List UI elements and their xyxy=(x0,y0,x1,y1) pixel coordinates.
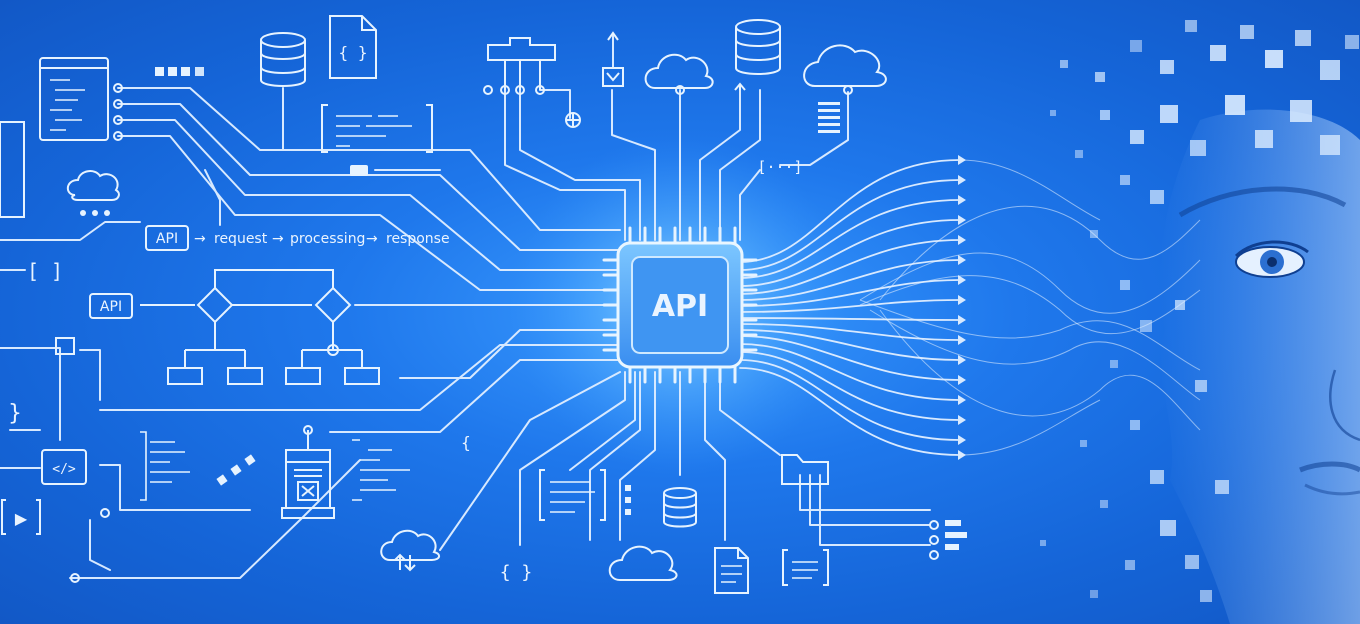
circuit-lines-bottom xyxy=(519,371,931,546)
connector-nodes-bottom-right xyxy=(929,520,939,560)
curly-right: } xyxy=(8,401,21,426)
list-card-bottom xyxy=(782,549,829,586)
folder-icon xyxy=(781,454,829,485)
cloud-icon-left xyxy=(66,170,120,201)
cloud-icon-top-right xyxy=(803,44,887,95)
circuit-lines-right xyxy=(739,159,961,456)
network-icon-top xyxy=(483,37,581,128)
mini-blocks-bottom-right xyxy=(945,520,967,550)
curly-left: { xyxy=(461,433,471,452)
bottom-left-node xyxy=(70,573,80,583)
bottom-left-node-2 xyxy=(100,508,110,518)
left-panel-frame xyxy=(0,121,25,218)
database-icon-top xyxy=(734,19,781,91)
decision-badge-box xyxy=(89,293,133,319)
diagonal-dots xyxy=(216,454,256,486)
flow-step-request: request xyxy=(214,231,268,247)
tag-icon xyxy=(350,165,368,176)
decision-flowchart xyxy=(140,269,380,385)
code-window-icon xyxy=(39,57,109,141)
code-block-top xyxy=(321,104,433,153)
cloud-dots xyxy=(80,210,110,216)
cloud-icon-bottom xyxy=(608,545,678,581)
code-lines-mid-left xyxy=(140,431,190,501)
server-box-icon xyxy=(281,425,335,519)
flow-arrow-3: → xyxy=(366,231,378,247)
pixel-cloud xyxy=(1040,20,1359,602)
code-lines-mid xyxy=(352,439,410,501)
database-icon-top-left xyxy=(260,32,306,87)
bracket-pair: [ ] xyxy=(27,259,63,283)
flow-step-processing: processing xyxy=(290,231,365,247)
funnel-icon xyxy=(602,31,624,87)
play-icon: ▶ xyxy=(15,509,28,528)
fan-arrowheads xyxy=(958,155,966,460)
list-icon-top-right xyxy=(818,102,840,133)
code-tag-icon: </> xyxy=(52,462,76,477)
data-wave xyxy=(859,159,1201,456)
json-file-icon xyxy=(329,15,377,79)
decision-badge: API xyxy=(100,299,122,315)
document-icon-bottom xyxy=(714,547,749,594)
code-card-bottom xyxy=(539,469,606,521)
flow-step-response: response xyxy=(386,231,450,247)
brace-code-bottom: { } xyxy=(500,562,533,583)
cloud-icon-top xyxy=(644,53,714,95)
api-chip xyxy=(602,226,758,384)
database-icon-bottom xyxy=(663,487,697,528)
flow-arrow-1: → xyxy=(194,231,206,247)
json-file-braces: { } xyxy=(339,43,368,62)
cloud-upload-icon xyxy=(380,529,440,572)
flow-arrow-2: → xyxy=(272,231,284,247)
circuit-lines-top xyxy=(504,34,849,241)
api-flow-badge: API xyxy=(156,231,178,247)
vertical-dots xyxy=(625,485,631,515)
connector-dots-left xyxy=(113,83,123,141)
digital-face xyxy=(1159,109,1360,624)
window-dots xyxy=(155,67,204,76)
chip-label: API xyxy=(652,289,708,324)
small-terminal-icon xyxy=(55,337,75,355)
api-flow-badge-box xyxy=(145,225,189,251)
play-bracket xyxy=(1,499,41,535)
code-tag-window xyxy=(41,449,87,485)
ellipsis-bracket: [···] xyxy=(757,158,802,176)
